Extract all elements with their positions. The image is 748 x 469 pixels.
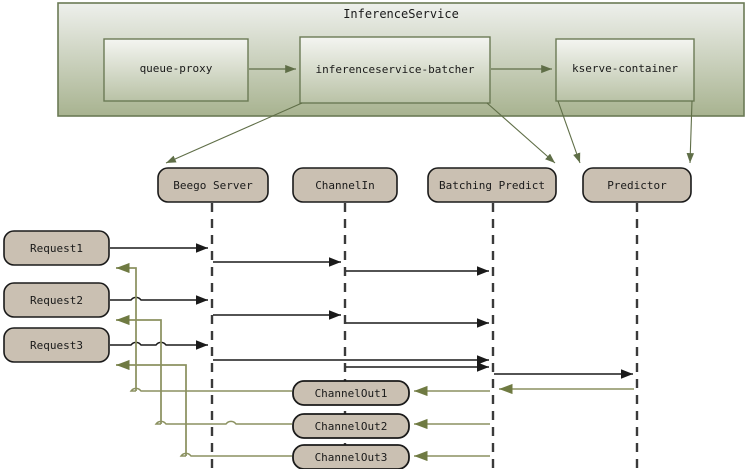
pill-channelout3[interactable] <box>292 444 410 469</box>
arrow-channelout1-to-request1 <box>116 262 137 391</box>
return-arrows-left <box>116 262 292 457</box>
connector-kserve-predictor-right <box>686 100 695 164</box>
pill-request1[interactable] <box>3 230 110 266</box>
path-channelout3-run <box>116 364 292 457</box>
box-kserve-container[interactable] <box>555 38 695 102</box>
pill-channelout2[interactable] <box>292 413 410 439</box>
pill-channelout1[interactable] <box>292 380 410 406</box>
lifeline-head-channelin[interactable] <box>292 167 398 203</box>
pill-request2[interactable] <box>3 282 110 318</box>
lifelines <box>210 203 639 469</box>
request-arrows <box>110 243 633 379</box>
return-arrows-right <box>414 383 634 462</box>
inferenceservice-group <box>57 2 745 117</box>
arrow-request3-to-beego <box>110 340 208 350</box>
pill-request3[interactable] <box>3 327 110 363</box>
arrow-request2-to-beego <box>110 295 208 305</box>
path-channelout1-run <box>116 267 292 392</box>
arrow-channelout3-to-request3 <box>116 359 187 456</box>
lifeline-headers <box>157 167 692 203</box>
lifeline-head-batching-predict[interactable] <box>427 167 557 203</box>
arrow-channelout2-to-request2 <box>116 314 162 424</box>
connector-batcher-batching <box>486 102 556 164</box>
lifeline-head-beego-server[interactable] <box>157 167 269 203</box>
group-to-lifeline-connectors <box>165 100 695 164</box>
connector-kserve-predictor-left <box>557 100 581 164</box>
connector-batcher-beego <box>165 102 303 164</box>
box-inferenceservice-batcher[interactable] <box>299 36 491 104</box>
lifeline-head-predictor[interactable] <box>582 167 692 203</box>
request-pills <box>3 230 110 363</box>
box-queue-proxy[interactable] <box>103 38 249 102</box>
channelout-pills <box>292 380 410 469</box>
path-channelout2-run <box>116 319 292 425</box>
